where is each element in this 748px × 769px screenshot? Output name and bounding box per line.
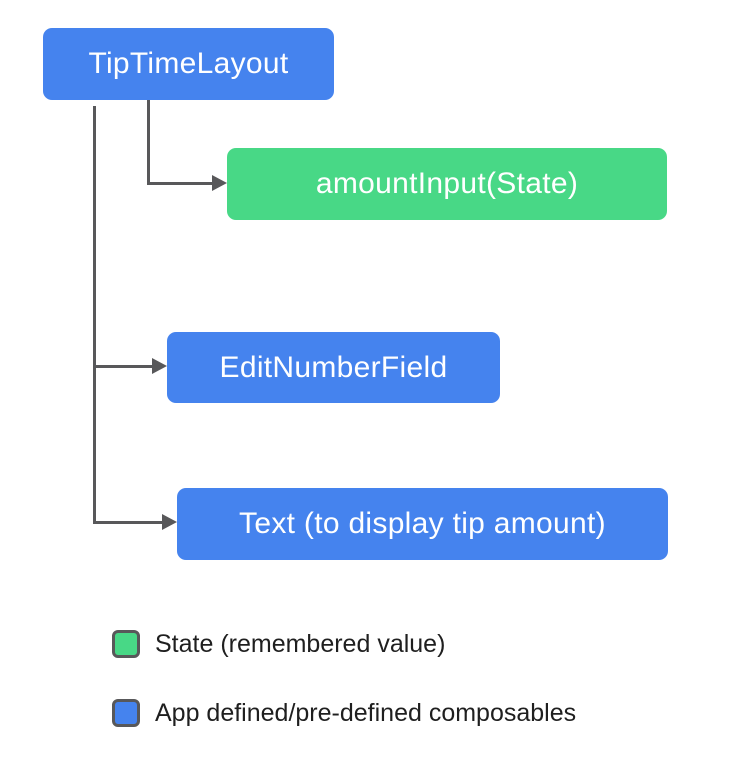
legend-item-composables: App defined/pre-defined composables: [112, 699, 576, 727]
legend-item-state: State (remembered value): [112, 630, 445, 658]
connector-text-line: [93, 521, 163, 524]
node-tiptimelayout: TipTimeLayout: [43, 28, 334, 100]
legend-swatch-blue: [112, 699, 140, 727]
legend-label-composables: App defined/pre-defined composables: [155, 699, 577, 727]
arrowhead-amountinput-icon: [212, 175, 227, 191]
legend-swatch-green: [112, 630, 140, 658]
legend-label-state: State (remembered value): [155, 630, 446, 658]
connector-amountinput-stub: [147, 100, 150, 185]
node-text-display-tip-amount: Text (to display tip amount): [177, 488, 668, 560]
connector-amountinput-line: [147, 182, 213, 185]
arrowhead-editnumberfield-icon: [152, 358, 167, 374]
connector-editnumberfield-line: [93, 365, 153, 368]
connector-trunk-line: [93, 106, 96, 524]
node-amountinput-state: amountInput(State): [227, 148, 667, 220]
node-editnumberfield: EditNumberField: [167, 332, 500, 403]
arrowhead-text-icon: [162, 514, 177, 530]
